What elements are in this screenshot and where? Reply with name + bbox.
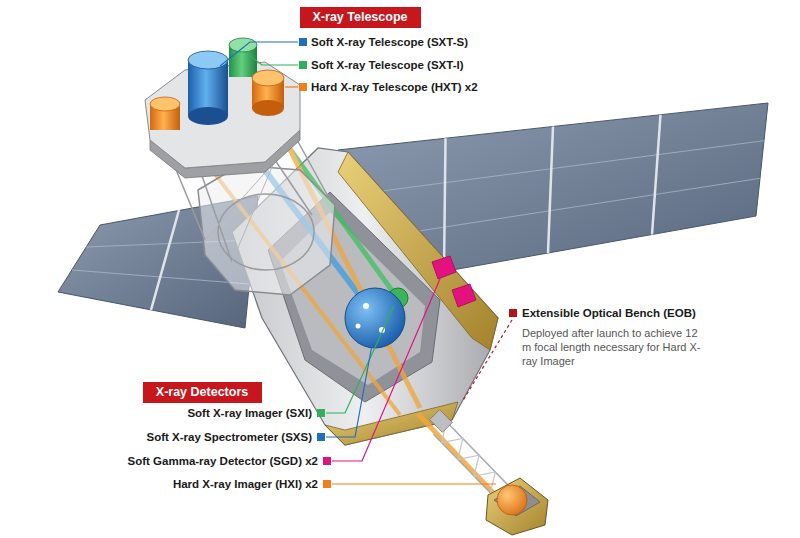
callout-label: Soft X-ray Telescope (SXT-I) [311, 58, 464, 72]
callout-marker [317, 433, 325, 441]
optical-bench-truss [218, 194, 314, 270]
callout-marker [323, 480, 331, 488]
soft-xray-spectrometer [356, 324, 361, 329]
callout-label: Hard X-ray Telescope (HXT) x2 [311, 80, 478, 94]
leader-line [326, 345, 372, 437]
callout-marker [299, 38, 307, 46]
hard-xray-imager [486, 478, 548, 535]
extensible-optical-bench [430, 410, 453, 433]
optical-bench-truss [198, 165, 335, 295]
solar-panel [548, 127, 553, 254]
soft-xray-spectrometer [363, 303, 369, 309]
optical-bench-truss [296, 138, 330, 200]
section-header: X-ray Detectors [143, 382, 262, 403]
soft-xray-spectrometer [345, 288, 405, 348]
solar-panel [652, 115, 661, 235]
optical-bench-truss [275, 160, 312, 215]
leader-line [250, 56, 298, 65]
solar-panel [151, 210, 179, 310]
header-text: X-ray Detectors [143, 385, 262, 400]
callout-marker [317, 409, 325, 417]
soft-xray-telescope-i [229, 38, 257, 52]
soft-xray-telescope-s [188, 51, 228, 69]
hard-xray-telescope [252, 70, 284, 116]
soft-gamma-ray-detector [452, 284, 476, 307]
hard-xray-telescope [252, 100, 284, 116]
leader-line [326, 306, 394, 413]
callout-marker [323, 457, 331, 465]
extensible-optical-bench [442, 422, 512, 493]
soft-xray-spectrometer [345, 288, 405, 348]
callout-marker [509, 309, 517, 317]
callout-label: Soft X-ray Telescope (SXT-S) [311, 35, 468, 49]
soft-xray-telescope-s [188, 51, 228, 125]
callout-label: Soft X-ray Spectrometer (SXS) [146, 430, 312, 444]
section-header: X-ray Telescope [300, 7, 421, 28]
callout-label: Extensible Optical Bench (EOB) [522, 306, 696, 320]
hard-xray-telescope [150, 97, 180, 130]
leader-line [332, 483, 496, 484]
hard-xray-telescope [252, 70, 284, 86]
soft-gamma-ray-detector [432, 256, 456, 279]
soft-xray-telescope-s [188, 107, 228, 125]
hard-xray-imager [486, 478, 548, 535]
header-text: X-ray Telescope [300, 10, 421, 25]
leader-line [332, 279, 440, 461]
callout-marker [299, 38, 517, 488]
solar-panel [444, 138, 446, 271]
hard-xray-imager [497, 485, 527, 515]
extensible-optical-bench [434, 434, 499, 501]
callout-label: Soft Gamma-ray Detector (SGD) x2 [128, 454, 318, 468]
extensible-optical-bench [418, 410, 512, 502]
optical-bench-truss [232, 160, 275, 262]
callout-marker [299, 61, 307, 69]
hard-xray-telescope [150, 97, 180, 111]
callout-label: Hard X-ray Imager (HXI) x2 [173, 477, 318, 491]
leader-line [220, 42, 298, 66]
leader-line [285, 86, 298, 87]
callout-marker [299, 83, 307, 91]
optical-bench-truss [200, 170, 232, 262]
callout-label: Soft X-ray Imager (SXI) [187, 406, 312, 420]
hard-xray-imager [494, 486, 540, 516]
leader-line [462, 320, 512, 402]
note-text: Deployed after launch to achieve 12 m fo… [522, 326, 704, 368]
